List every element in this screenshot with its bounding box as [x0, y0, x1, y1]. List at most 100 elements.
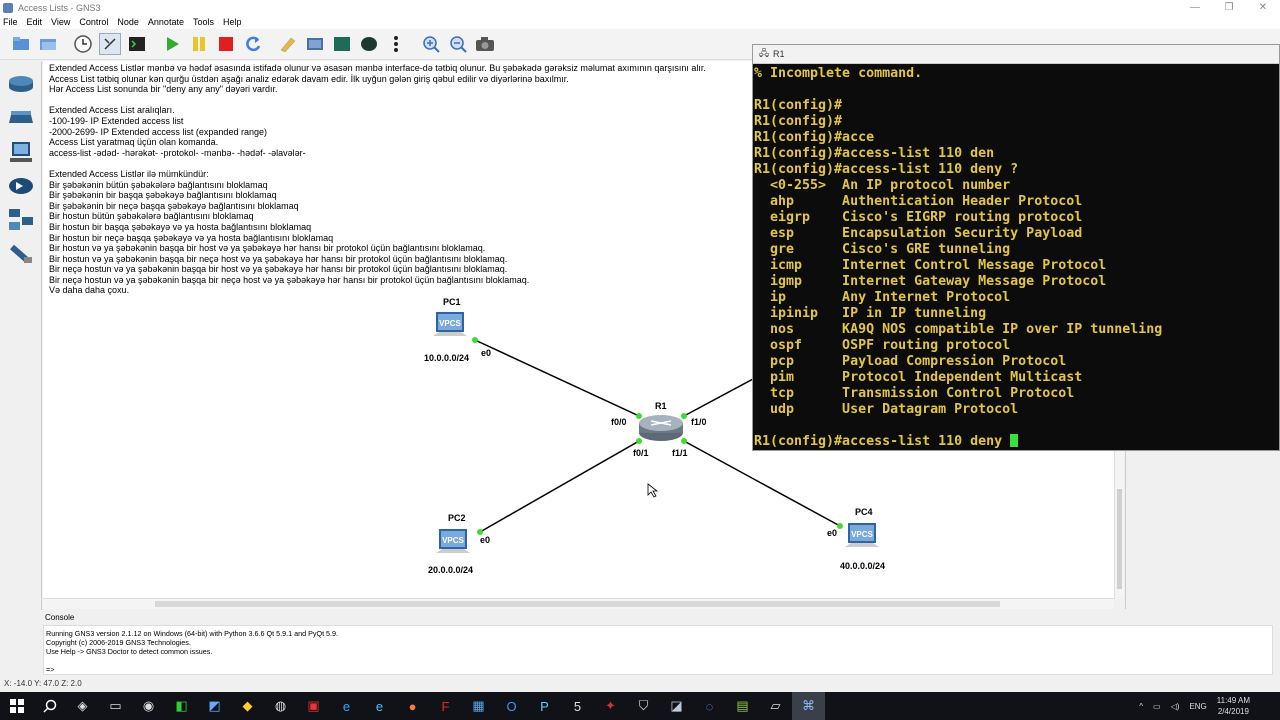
terminal-prompt: R1(config)#access-list 110 deny — [754, 434, 1011, 449]
app-icon[interactable]: ◈ — [77, 698, 88, 713]
terminal-line: icmp Internet Control Message Protocol — [754, 258, 1107, 273]
scrollbar-thumb[interactable] — [1117, 489, 1122, 589]
interface-labels-icon[interactable] — [99, 33, 121, 55]
app-icon[interactable]: ▤ — [736, 698, 749, 713]
menu-node[interactable]: Node — [117, 17, 139, 27]
gns3-taskbar-icon[interactable]: ⌘ — [792, 692, 825, 720]
draw-ellipse-icon[interactable] — [358, 33, 380, 55]
start-windows-icon[interactable] — [0, 692, 33, 720]
console-prompt[interactable]: => — [46, 665, 55, 674]
app-icon[interactable]: ◍ — [274, 698, 287, 713]
pc4-vpcs-icon[interactable]: VPCS — [845, 522, 879, 548]
network-icon[interactable]: ▭ — [1153, 701, 1161, 711]
link-pc4-r1[interactable] — [683, 440, 841, 527]
volume-icon[interactable]: ◁) — [1170, 701, 1180, 711]
link-pc2-r1[interactable] — [479, 440, 640, 533]
canvas-vertical-scrollbar[interactable] — [1114, 449, 1124, 599]
menu-edit[interactable]: Edit — [26, 17, 43, 27]
zoom-out-icon[interactable] — [447, 33, 469, 55]
stop-all-icon[interactable] — [215, 33, 237, 55]
menu-view[interactable]: View — [51, 17, 71, 27]
language-indicator[interactable]: ENG — [1189, 701, 1207, 711]
firefox-icon[interactable]: ● — [408, 698, 417, 714]
terminal-line: R1(config)# — [754, 114, 843, 129]
more-options-icon[interactable] — [385, 33, 407, 55]
app-icon[interactable]: ▭ — [109, 698, 122, 713]
r1-label: R1 — [655, 401, 667, 411]
snapshot-clock-icon[interactable] — [72, 33, 94, 55]
topology-links — [472, 337, 843, 535]
pc2-e0-label: e0 — [480, 535, 491, 545]
r1-terminal-window[interactable]: 🖧R1 % Incomplete command. R1(config)# R1… — [752, 44, 1280, 451]
suspend-all-icon[interactable] — [188, 33, 210, 55]
terminal-line: nos KA9Q NOS compatible IP over IP tunne… — [754, 322, 1163, 337]
add-link-icon[interactable] — [6, 242, 36, 266]
terminal-line: ospf OSPF routing protocol — [754, 338, 1011, 353]
app-icon[interactable]: ◩ — [208, 698, 221, 713]
zoom-in-icon[interactable] — [420, 33, 442, 55]
note-line: Bir neçə hostun və ya şəbəkənin başqa bi… — [49, 264, 508, 275]
terminal-output[interactable]: % Incomplete command. R1(config)# R1(con… — [753, 64, 1279, 450]
outlook-icon[interactable]: O — [506, 698, 517, 714]
reload-all-icon[interactable] — [242, 33, 264, 55]
close-button[interactable]: ✕ — [1258, 2, 1268, 13]
edge-icon[interactable]: e — [342, 698, 351, 714]
app-icon[interactable]: ◉ — [142, 698, 155, 713]
terminal-line: pcp Payload Compression Protocol — [754, 354, 1067, 369]
router-r1-icon[interactable] — [639, 415, 683, 441]
terminal-line — [754, 418, 1279, 434]
start-all-icon[interactable] — [161, 33, 183, 55]
r1-f01-label: f0/1 — [633, 448, 649, 458]
clock-time: 11:49 AM — [1216, 696, 1250, 705]
menu-control[interactable]: Control — [79, 17, 109, 27]
open-project-icon[interactable] — [37, 33, 59, 55]
app-icon[interactable]: ◌ — [705, 698, 714, 714]
app-icon[interactable]: ▣ — [307, 698, 320, 713]
add-note-icon[interactable] — [277, 33, 299, 55]
menu-file[interactable]: File — [3, 17, 18, 27]
pc2-subnet-label: 20.0.0.0/24 — [428, 565, 474, 575]
link-r1-f10[interactable] — [683, 378, 754, 417]
security-devices-icon[interactable] — [6, 174, 36, 198]
photoshop-icon[interactable]: P — [540, 698, 549, 714]
scrollbar-thumb[interactable] — [155, 601, 1000, 607]
draw-rectangle-icon[interactable] — [331, 33, 353, 55]
insert-picture-icon[interactable] — [304, 33, 326, 55]
app-icon[interactable]: ✦ — [605, 698, 616, 713]
console-panel[interactable]: Running GNS3 version 2.1.12 on Windows (… — [43, 625, 1273, 675]
screenshot-camera-icon[interactable] — [474, 33, 496, 55]
pc2-vpcs-icon[interactable]: VPCS — [436, 528, 470, 554]
new-project-icon[interactable] — [10, 33, 32, 55]
switches-icon[interactable] — [6, 106, 36, 130]
menu-annotate[interactable]: Annotate — [147, 17, 184, 27]
minimize-button[interactable]: — — [1190, 2, 1200, 13]
terminal-prompt-line[interactable]: R1(config)#access-list 110 deny — [754, 434, 1279, 450]
console-line: Running GNS3 version 2.1.12 on Windows (… — [46, 629, 339, 638]
routers-icon[interactable] — [6, 72, 36, 96]
shield-icon[interactable]: ⛉ — [638, 698, 649, 713]
app-icon[interactable]: ◪ — [670, 698, 683, 713]
ie-icon[interactable]: e — [375, 698, 384, 714]
annotation-note[interactable]: Extended Access Listlər mənbə və hədəf ə… — [49, 63, 789, 296]
tray-up-arrow-icon[interactable]: ^ — [1139, 701, 1144, 711]
app-icon[interactable]: 5 — [573, 698, 582, 714]
app-icon[interactable]: ◧ — [175, 698, 188, 713]
app-icon[interactable]: ▦ — [472, 698, 485, 713]
end-devices-icon[interactable] — [6, 140, 36, 164]
terminal-line: R1(config)#acce — [754, 130, 875, 145]
pc1-vpcs-icon[interactable]: VPCS — [433, 311, 467, 337]
console-all-icon[interactable] — [126, 33, 148, 55]
menu-tools[interactable]: Tools — [192, 17, 214, 27]
menu-help[interactable]: Help — [222, 17, 242, 27]
filezilla-icon[interactable]: F — [441, 698, 450, 714]
note-line: Bir hostun bütün şəbəkələrə bağlantısını… — [49, 211, 254, 222]
app-icon[interactable]: ▱ — [770, 698, 781, 713]
all-devices-icon[interactable] — [6, 208, 36, 232]
terminal-line: ip Any Internet Protocol — [754, 290, 1011, 305]
maximize-button[interactable]: ❐ — [1224, 2, 1234, 13]
link-pc1-r1[interactable] — [474, 339, 640, 417]
app-icon[interactable]: ◆ — [242, 698, 253, 713]
canvas-horizontal-scrollbar[interactable] — [43, 598, 1114, 609]
search-icon[interactable] — [33, 692, 66, 720]
